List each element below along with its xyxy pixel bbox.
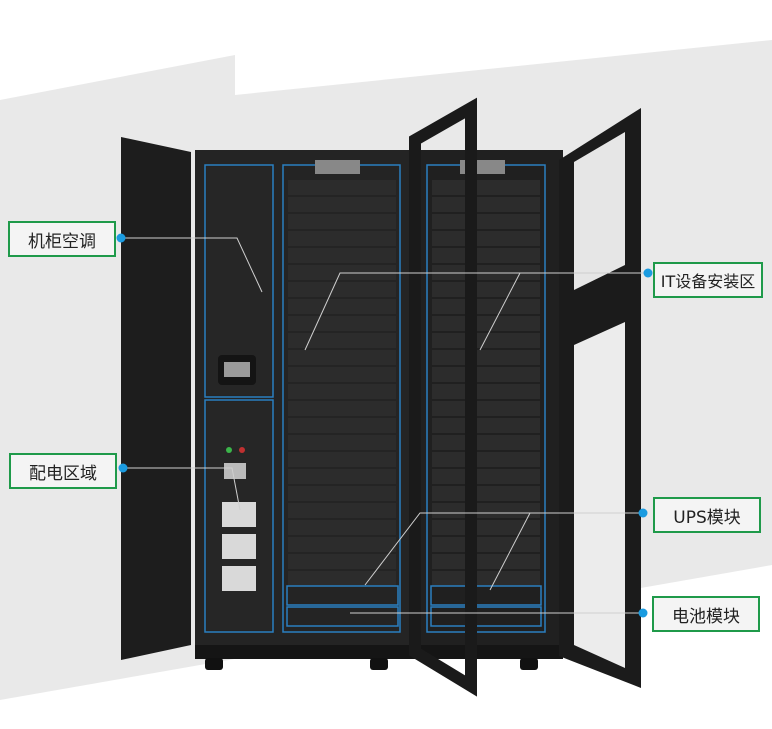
rack-slat — [432, 418, 540, 433]
rack-slat — [432, 299, 540, 314]
rack-slat — [432, 316, 540, 331]
cabinet-base — [195, 645, 563, 659]
rack-slat — [288, 299, 396, 314]
right-door-glass-lower — [574, 322, 625, 668]
rack-slat — [288, 469, 396, 484]
rack-slat — [288, 333, 396, 348]
rack-slat — [288, 486, 396, 501]
callout-dots — [116, 233, 653, 618]
it-rack-slats-right — [432, 180, 540, 586]
rack-slat — [288, 435, 396, 450]
rack-slat — [432, 197, 540, 212]
background-top-white — [235, 0, 772, 95]
middle-door — [409, 97, 477, 697]
rack-slat — [288, 282, 396, 297]
rack-slat — [432, 486, 540, 501]
callout-lines — [121, 237, 648, 614]
rack-slat — [432, 333, 540, 348]
rack-slat — [288, 537, 396, 552]
rack-slat — [288, 384, 396, 399]
rack-slat — [288, 554, 396, 569]
rack-slat — [432, 571, 540, 586]
rack-slat — [432, 180, 540, 195]
rack-slat — [288, 520, 396, 535]
it-rack-slats-left — [288, 180, 396, 586]
label-cabinet-ac: 机柜空调 — [8, 221, 116, 257]
power-distribution-zone-outline — [204, 399, 274, 633]
left-door — [121, 137, 191, 660]
pdu-meter — [224, 463, 246, 479]
rack-slat — [288, 503, 396, 518]
battery-zone-outline-left — [286, 606, 399, 627]
rack-slat — [288, 316, 396, 331]
ups-zone-outline-left — [286, 585, 399, 606]
rack-slat — [288, 350, 396, 365]
rack-slat — [432, 503, 540, 518]
rack-slat — [288, 367, 396, 382]
rack-slat — [288, 231, 396, 246]
rack-top-bracket-left — [315, 160, 360, 174]
battery-zone-outline-right — [430, 606, 542, 627]
rack-slat — [432, 350, 540, 365]
rack-slat — [288, 197, 396, 212]
rack-slat — [432, 384, 540, 399]
ups-zone-outline-right — [430, 585, 542, 606]
pdu-green-led — [226, 447, 232, 453]
pdu-red-led — [239, 447, 245, 453]
rack-slat — [288, 214, 396, 229]
casters — [205, 658, 538, 670]
rack-slat — [432, 231, 540, 246]
rack-slat — [432, 248, 540, 263]
rack-slat — [432, 554, 540, 569]
rack-slat — [432, 469, 540, 484]
rack-slat — [432, 401, 540, 416]
rack-slat — [288, 571, 396, 586]
rack-slat — [288, 418, 396, 433]
pdu-breakers — [222, 502, 256, 591]
label-power-distribution: 配电区域 — [9, 453, 117, 489]
rack-slat — [288, 452, 396, 467]
ac-display-screen — [224, 362, 250, 377]
label-ups-module: UPS模块 — [653, 497, 761, 533]
rack-slat — [432, 520, 540, 535]
rack-slat — [432, 537, 540, 552]
label-it-equipment-area: IT设备安装区 — [653, 262, 763, 298]
right-door-glass-upper — [574, 132, 625, 290]
ac-zone-outline — [204, 164, 274, 398]
rack-slat — [288, 248, 396, 263]
rack-slat — [432, 435, 540, 450]
rack-slat — [288, 180, 396, 195]
label-battery-module: 电池模块 — [652, 596, 760, 632]
rack-slat — [432, 214, 540, 229]
rack-slat — [432, 452, 540, 467]
rack-slat — [432, 367, 540, 382]
rack-slat — [288, 401, 396, 416]
rack-slat — [432, 282, 540, 297]
